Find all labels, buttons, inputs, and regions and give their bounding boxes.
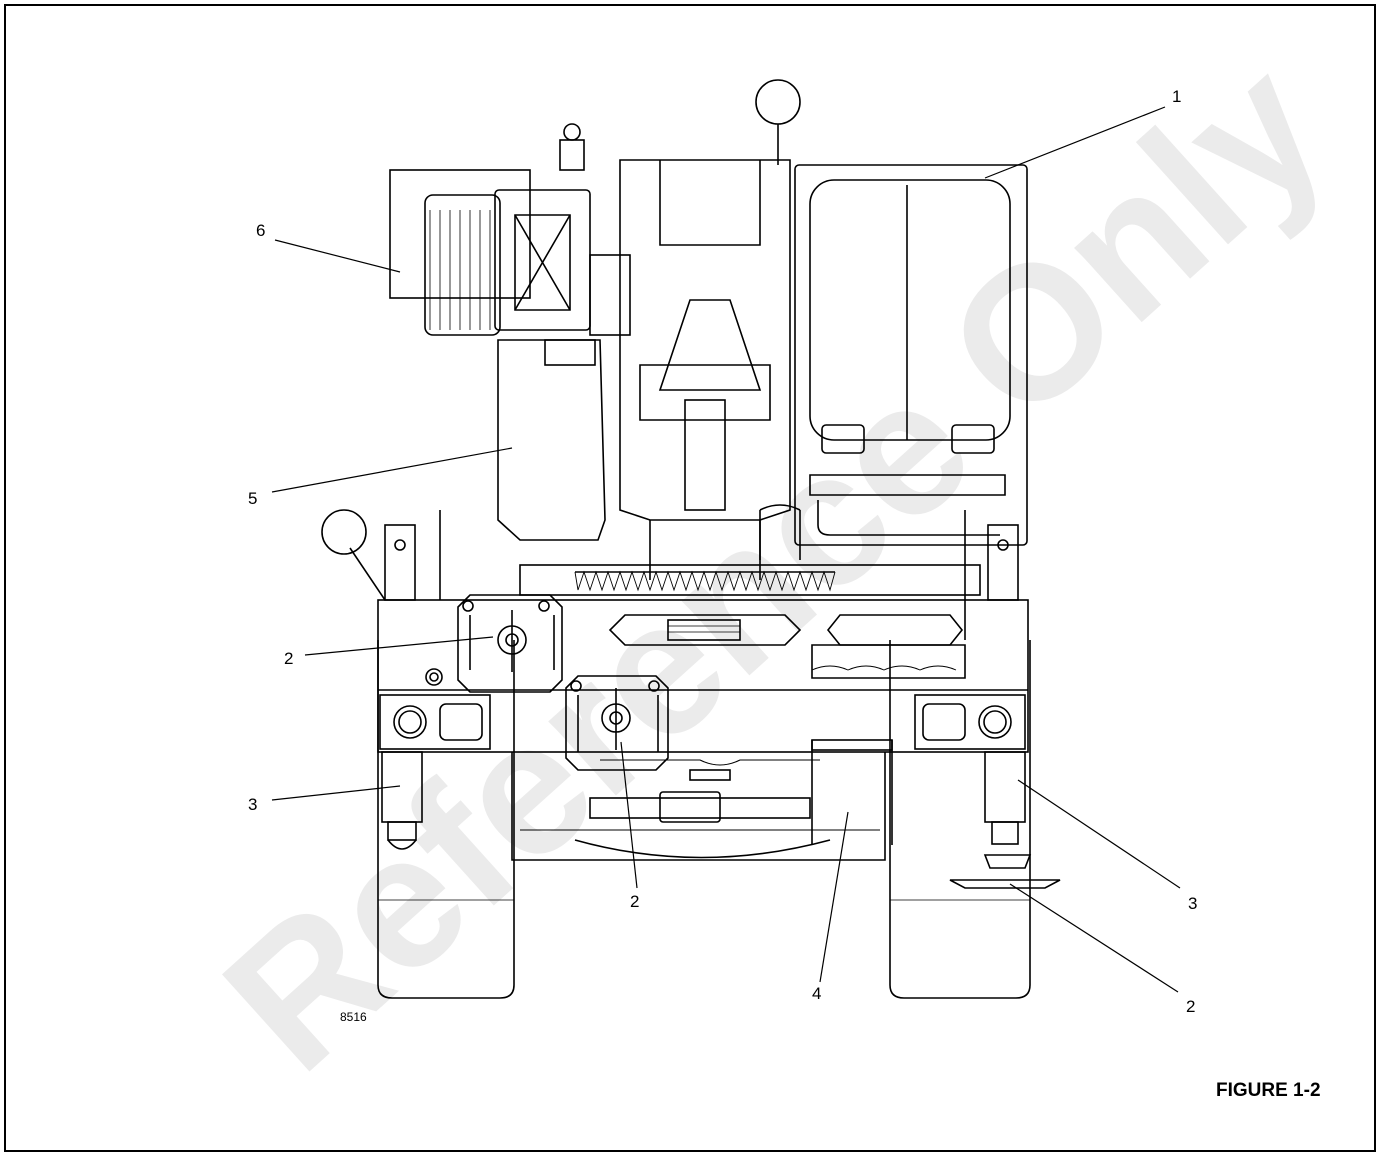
winch: [389, 123, 591, 336]
left-mirror: [321, 509, 386, 601]
rear-frame: [377, 599, 1029, 753]
outrigger-left: [381, 751, 423, 850]
outrigger-right: [949, 751, 1061, 889]
callout-3-left: 3: [248, 795, 258, 814]
leader-lines: [271, 106, 1181, 993]
engine-housing: [497, 254, 631, 541]
tow-hitch-left: [457, 594, 563, 693]
figure-frame: [4, 4, 1376, 1152]
right-tire: [889, 640, 1031, 999]
image-id: 8516: [340, 1010, 367, 1024]
figure-title: FIGURE 1-2: [1216, 1080, 1321, 1101]
callout-2-right: 2: [1186, 997, 1196, 1016]
axle-assembly: [511, 739, 893, 861]
callout-4: 4: [812, 984, 822, 1003]
callout-5: 5: [248, 489, 258, 508]
callout-3-right: 3: [1188, 894, 1198, 913]
left-tire: [377, 640, 515, 999]
turntable-gear: [519, 564, 981, 596]
operator-cab: [794, 164, 1028, 546]
callout-1: 1: [1172, 87, 1182, 106]
tow-hitch-center: [565, 675, 669, 771]
callout-6: 6: [256, 221, 266, 240]
callout-2-left: 2: [284, 649, 294, 668]
rear-panels: [608, 614, 966, 679]
callout-2-center: 2: [630, 892, 640, 911]
handrails: [384, 504, 1019, 640]
